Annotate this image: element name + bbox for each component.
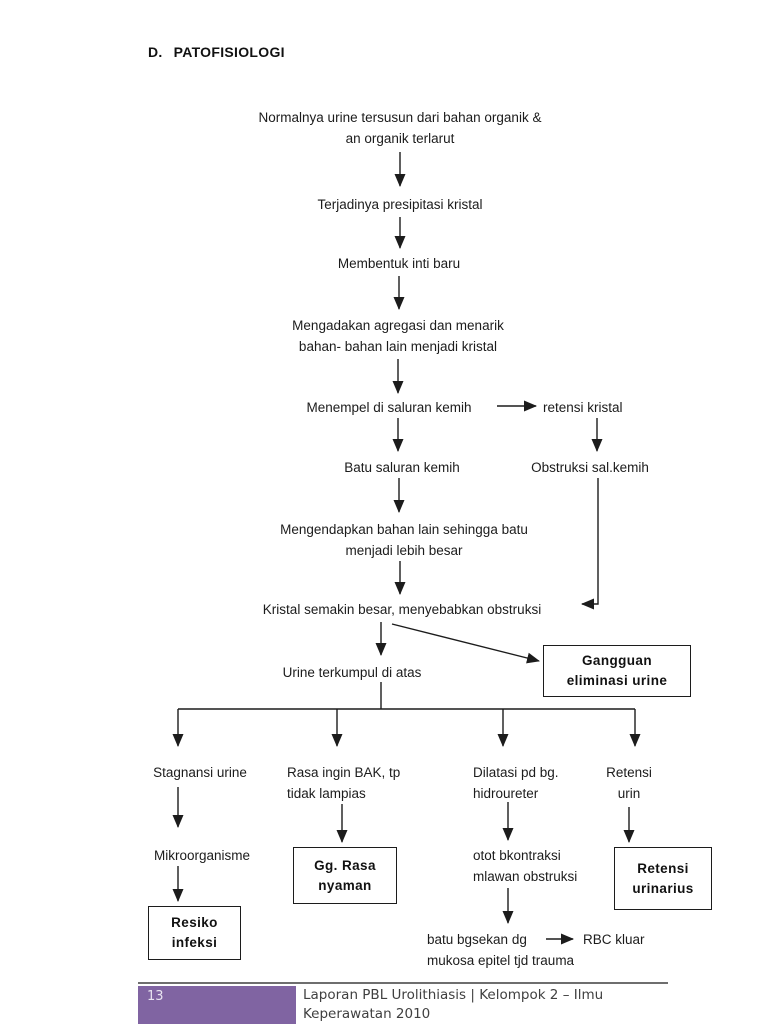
- node-mikroorganisme: Mikroorganisme: [153, 848, 251, 863]
- node-normalnya: Normalnya urine tersusun dari bahan orga…: [258, 110, 542, 146]
- box-gangguan-eliminasi: Gangguan eliminasi urine: [543, 645, 691, 697]
- node-mengendapkan: Mengendapkan bahan lain sehingga batu me…: [280, 522, 528, 558]
- node-retensi-kristal: retensi kristal: [543, 400, 623, 415]
- section-heading: D. PATOFISIOLOGI: [148, 44, 285, 60]
- node-batu-saluran: Batu saluran kemih: [344, 460, 460, 475]
- page-number: 13: [147, 989, 164, 1004]
- box-retensi-urinarius: Retensi urinarius: [614, 847, 712, 910]
- footer-pagenum-bar: 13: [138, 986, 296, 1024]
- elbow-obstruksi-kristal: [581, 478, 599, 610]
- arrow-kristal-gangguan: [391, 623, 540, 664]
- node-presipitasi: Terjadinya presipitasi kristal: [317, 197, 483, 212]
- node-menempel: Menempel di saluran kemih: [306, 400, 472, 415]
- section-numbering: D.: [148, 44, 163, 60]
- section-title: PATOFISIOLOGI: [173, 44, 285, 60]
- node-obstruksi-sal: Obstruksi sal.kemih: [531, 460, 649, 475]
- node-rbc-kluar: RBC kluar: [583, 932, 645, 947]
- footer-text: Laporan PBL Urolithiasis | Kelompok 2 – …: [303, 987, 604, 1022]
- node-batu-bgsekan: batu bgsekan dg mukosa epitel tjd trauma: [427, 932, 575, 968]
- node-kristal-semakin: Kristal semakin besar, menyebabkan obstr…: [262, 602, 542, 617]
- node-stagnansi: Stagnansi urine: [153, 765, 247, 780]
- node-otot-bkontraksi: otot bkontraksi mlawan obstruksi: [473, 848, 578, 884]
- node-dilatasi: Dilatasi pd bg. hidroureter: [473, 765, 559, 801]
- node-inti-baru: Membentuk inti baru: [337, 256, 461, 271]
- box-gg-rasa-nyaman: Gg. Rasa nyaman: [293, 847, 397, 904]
- node-urine-terkumpul: Urine terkumpul di atas: [282, 665, 422, 680]
- node-rasa-ingin: Rasa ingin BAK, tp tidak lampias: [287, 765, 401, 801]
- box-resiko-infeksi: Resiko infeksi: [148, 906, 241, 960]
- node-retensi-urin: Retensi urin: [606, 765, 652, 801]
- node-agregasi: Mengadakan agregasi dan menarik bahan- b…: [292, 318, 504, 354]
- footer-rule: [138, 982, 668, 984]
